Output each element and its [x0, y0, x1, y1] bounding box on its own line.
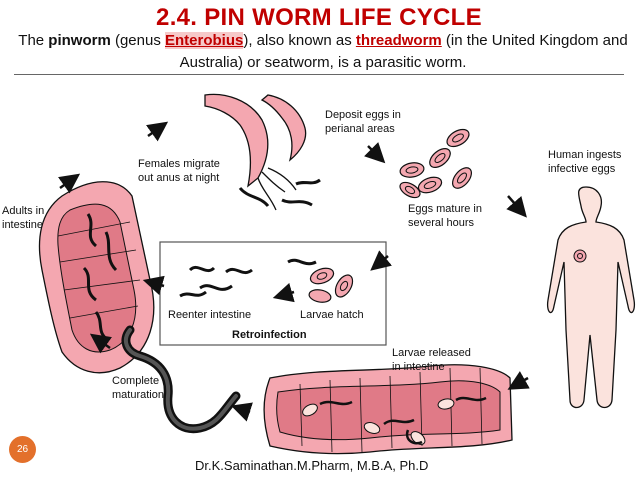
label-eggs-mature-2: several hours: [408, 217, 475, 229]
intro-bold-pinworm: pinworm: [48, 32, 111, 49]
arrow-icon: [370, 250, 393, 271]
label-reenter-intestine: Reenter intestine: [168, 309, 251, 321]
slide-title: 2.4. PIN WORM LIFE CYCLE: [156, 4, 482, 31]
intro-text-1: The: [18, 32, 49, 49]
label-adults-2: intestine: [2, 219, 43, 231]
label-human-ingests-2: infective eggs: [548, 163, 616, 175]
label-larvae-released-2: in intestine: [392, 361, 445, 373]
mature-worm-illustration: [121, 325, 241, 434]
retroinfection-worms-illustration: [179, 258, 354, 303]
link-enterobius[interactable]: Enterobius: [165, 32, 244, 49]
arrow-icon: [272, 282, 295, 303]
link-threadworm[interactable]: threadworm: [355, 32, 442, 49]
label-females-migrate-2: out anus at night: [138, 172, 219, 184]
label-complete-1: Complete: [112, 375, 159, 387]
page-number-badge: 26: [9, 436, 36, 463]
intro-paragraph: The pinworm (genus Enterobius), also kno…: [18, 30, 628, 74]
perianal-tissue-illustration: [204, 93, 321, 211]
label-retroinfection: Retroinfection: [232, 329, 307, 341]
label-eggs-mature-1: Eggs mature in: [408, 203, 482, 215]
arrow-icon: [230, 402, 254, 422]
intro-text-2: (genus: [110, 32, 165, 49]
label-females-migrate-1: Females migrate: [138, 158, 220, 170]
footer-author: Dr.K.Saminathan.M.Pharm, M.B.A, Ph.D: [195, 458, 429, 473]
label-larvae-released-1: Larvae released: [392, 347, 471, 359]
female-worm: [295, 178, 321, 186]
label-adults-1: Adults in: [2, 205, 44, 217]
cycle-arrows: [58, 121, 530, 422]
label-deposit-eggs-1: Deposit eggs in: [325, 109, 401, 121]
divider-line: [14, 74, 624, 75]
arrow-icon: [364, 142, 386, 164]
female-worm: [281, 198, 313, 207]
eggs-cluster-illustration: [399, 128, 472, 199]
arrow-icon: [89, 333, 112, 354]
label-larvae-hatch: Larvae hatch: [300, 309, 364, 321]
adults-intestine-illustration: [38, 181, 155, 374]
intro-text-4: (in the United Kingdom and Australia) or…: [179, 32, 628, 71]
arrow-icon: [507, 371, 530, 390]
female-worm: [238, 186, 270, 208]
arrow-icon: [142, 275, 165, 296]
label-complete-2: maturation: [112, 389, 164, 401]
arrow-icon: [506, 195, 527, 218]
label-human-ingests-1: Human ingests: [548, 149, 622, 161]
human-figure-illustration: [546, 186, 636, 409]
intro-text-3: ), also known as: [243, 32, 356, 49]
label-deposit-eggs-2: perianal areas: [325, 123, 395, 135]
larvae-intestine-illustration: [263, 364, 513, 455]
arrow-icon: [58, 173, 81, 194]
arrow-icon: [146, 121, 169, 142]
